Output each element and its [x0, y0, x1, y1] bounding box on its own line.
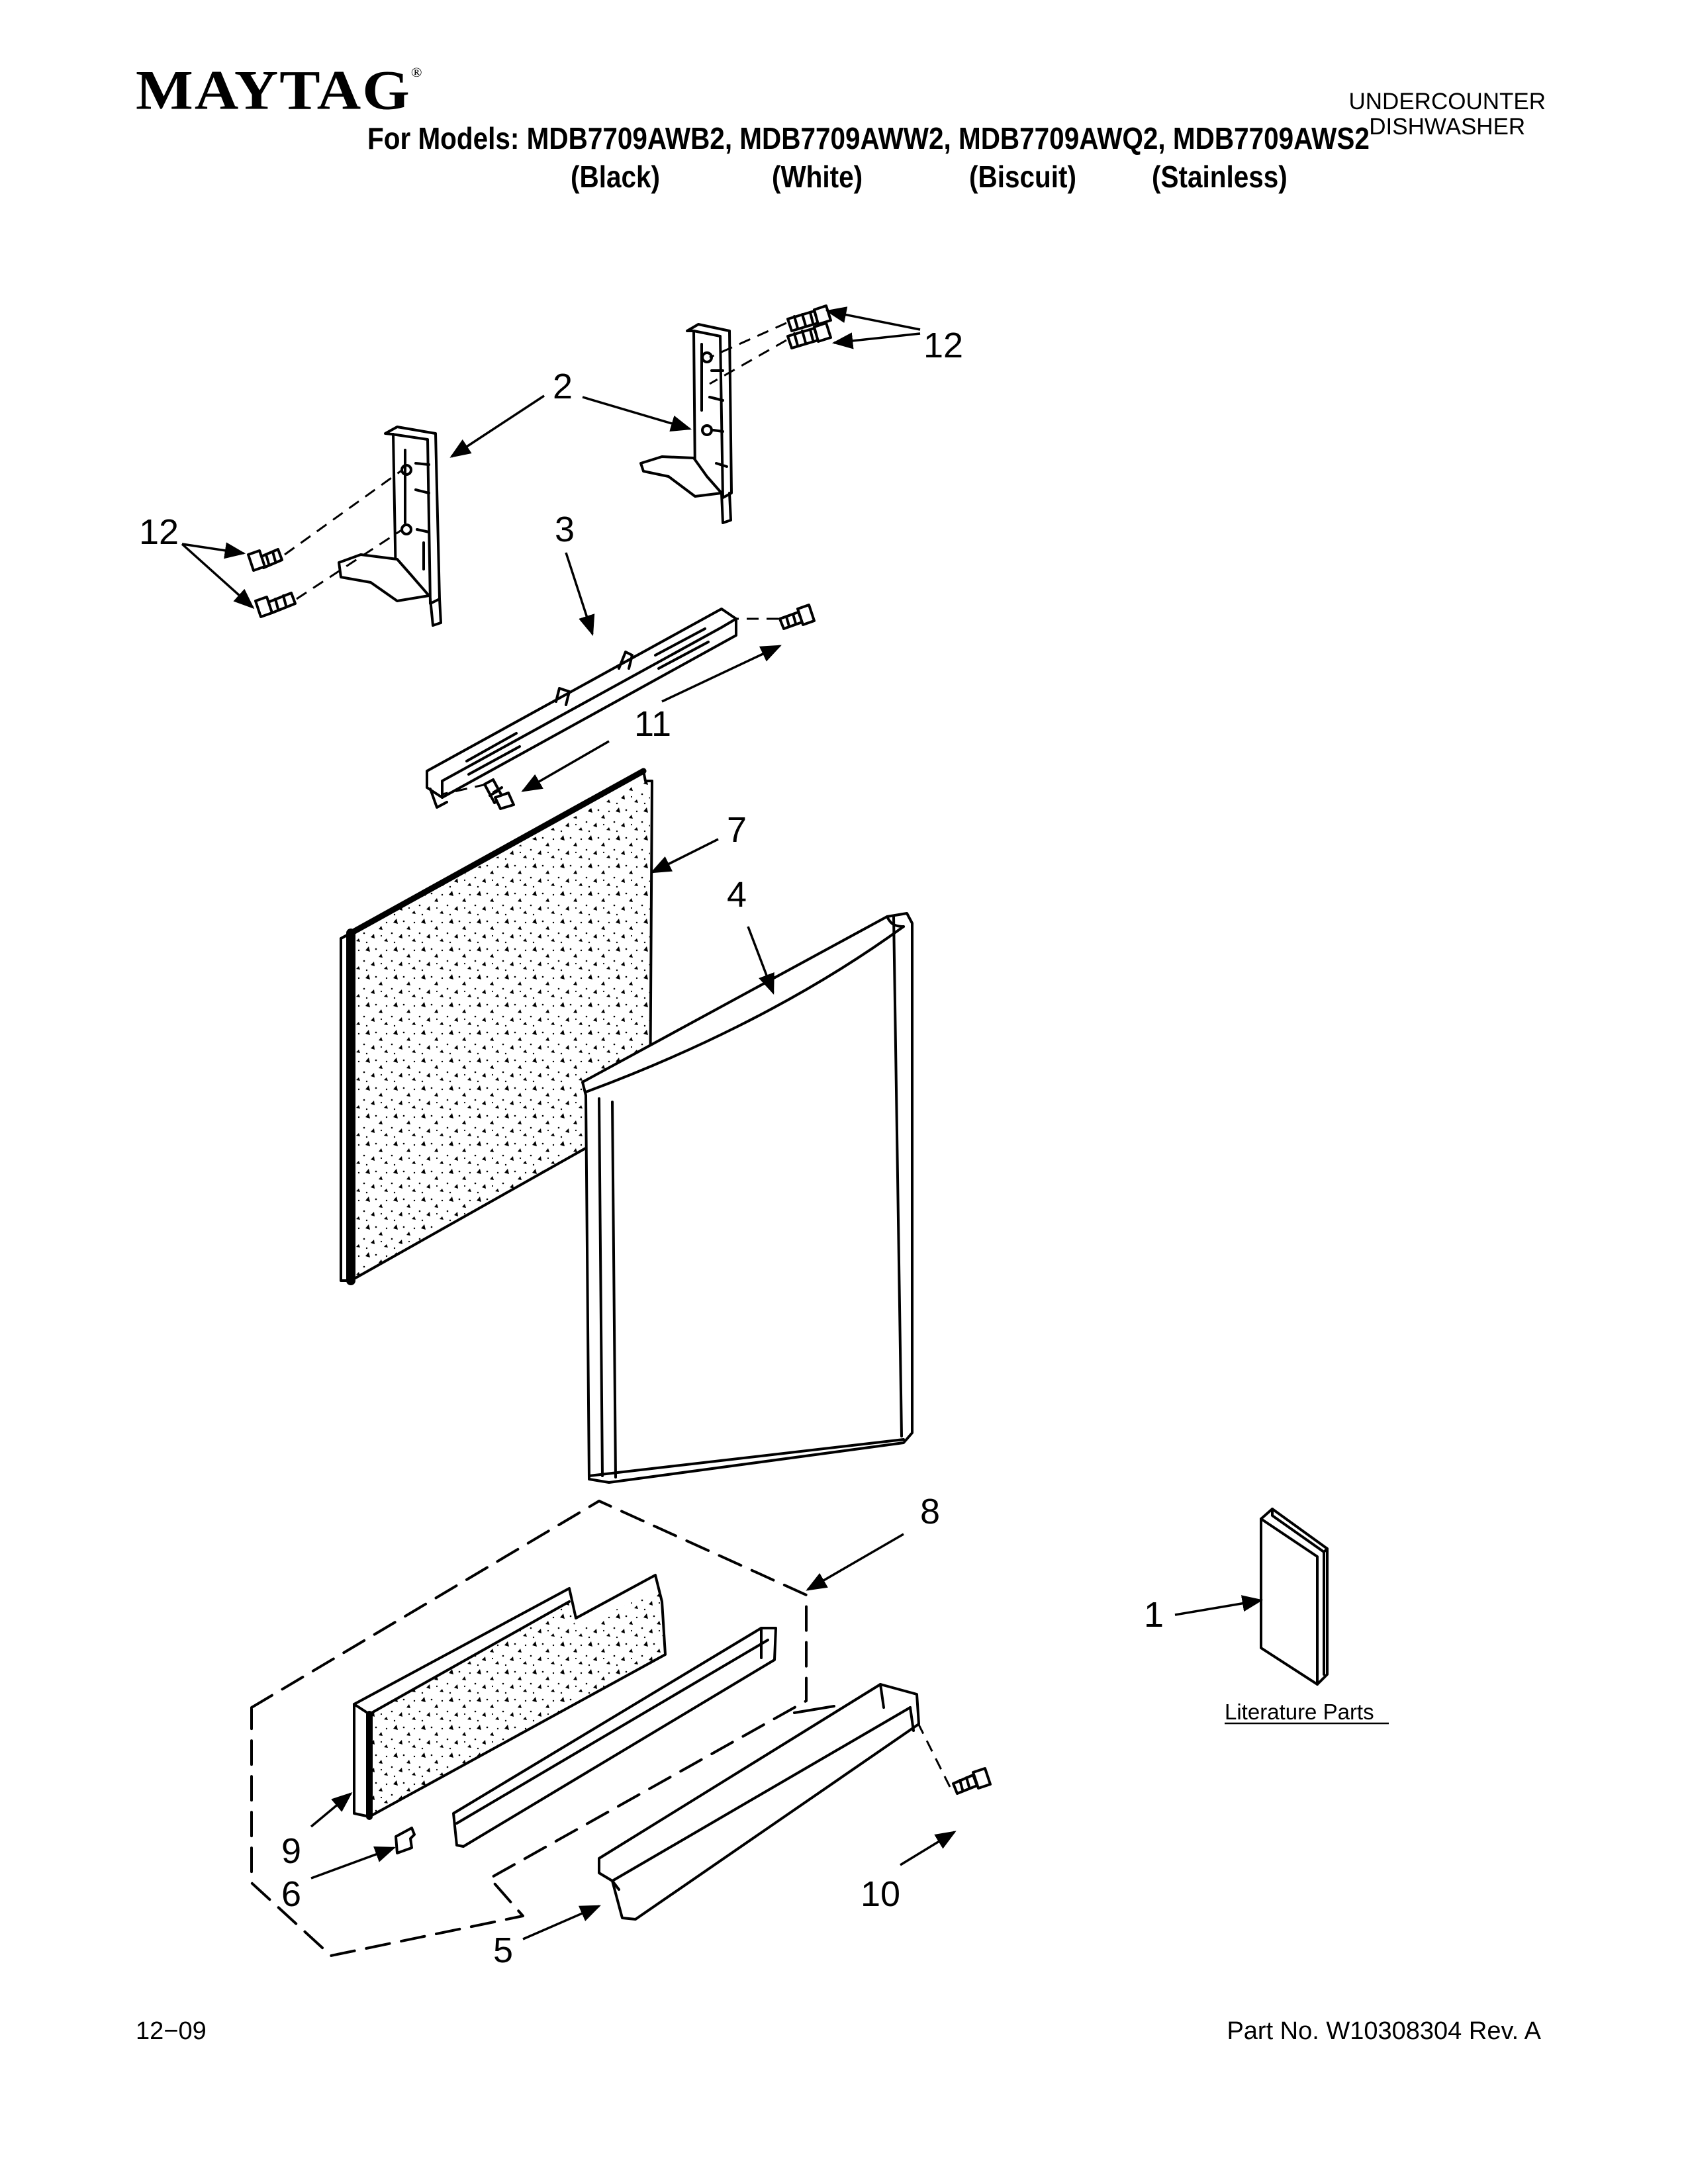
revision-date: 12−09: [136, 2017, 207, 2045]
callout-8: 8: [920, 1492, 940, 1531]
screw-10: [952, 1767, 992, 1795]
callout-5: 5: [493, 1931, 513, 1970]
leader-arrows: [181, 306, 1264, 1940]
screw-12-upper-2: [786, 322, 832, 349]
color-stainless: (Stainless): [1152, 159, 1288, 194]
callout-3: 3: [555, 510, 575, 549]
screw-11-right: [778, 604, 816, 630]
screw-12-left-top: [247, 548, 283, 572]
product-line-2: DISHWASHER: [1369, 114, 1526, 140]
color-biscuit: (Biscuit): [969, 159, 1076, 194]
part-number: Part No. W10308304 Rev. A: [1227, 2017, 1541, 2045]
toe-panel-assembly-boundary: [250, 1500, 808, 1957]
literature-booklet: [1260, 1508, 1329, 1686]
mounting-bracket-left: [338, 426, 442, 627]
callout-11: 11: [634, 704, 671, 744]
callout-6: 6: [281, 1874, 301, 1914]
toe-kick-panel: [598, 1683, 920, 1921]
alignment-lines: [284, 322, 951, 1788]
door-insulation-panel: [340, 768, 653, 1285]
color-black: (Black): [571, 159, 660, 194]
outer-door-panel: [581, 912, 914, 1484]
literature-parts-label: Literature Parts: [1225, 1700, 1374, 1724]
product-type: UNDERCOUNTER DISHWASHER: [1349, 89, 1546, 140]
models-line: For Models: MDB7709AWB2, MDB7709AWW2, MD…: [367, 121, 1370, 156]
mounting-bracket-right: [639, 323, 733, 524]
callout-9: 9: [281, 1831, 301, 1871]
callout-10: 10: [861, 1874, 900, 1914]
screw-12-left-bottom: [254, 592, 297, 618]
toe-panel-clip: [395, 1827, 416, 1854]
brace-bracket: [426, 608, 737, 809]
callout-4: 4: [727, 875, 747, 915]
callout-2: 2: [553, 367, 573, 406]
registered-mark: ®: [410, 64, 424, 80]
callout-12-left: 12: [139, 512, 179, 552]
color-white: (White): [772, 159, 863, 194]
callout-1: 1: [1144, 1595, 1164, 1635]
callout-12-upper: 12: [923, 326, 963, 365]
screw-11-left: [483, 778, 515, 810]
product-line-1: UNDERCOUNTER: [1348, 89, 1546, 114]
toe-panel-strip: [452, 1627, 777, 1848]
brand-logo: MAYTAG®: [136, 62, 424, 118]
brand-name: MAYTAG: [136, 59, 411, 121]
callout-7: 7: [727, 810, 747, 850]
toe-insulation: [353, 1574, 667, 1820]
